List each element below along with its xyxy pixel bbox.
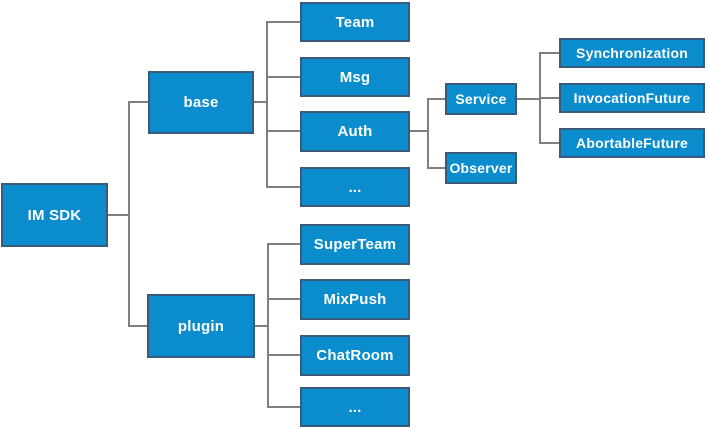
node-msg: Msg bbox=[300, 57, 410, 97]
connector-to-chatroom bbox=[268, 354, 300, 356]
connector-to-auth bbox=[267, 130, 300, 132]
connector-auth-trunk bbox=[427, 98, 429, 169]
connector-to-plugin bbox=[129, 325, 147, 327]
connector-to-base bbox=[129, 101, 148, 103]
node-observer: Observer bbox=[445, 152, 517, 184]
connector-base-out bbox=[254, 101, 267, 103]
connector-plugin-trunk bbox=[267, 243, 269, 408]
connector-to-invocationfuture bbox=[540, 97, 559, 99]
node-base: base bbox=[148, 71, 254, 134]
connector-to-msg bbox=[267, 76, 300, 78]
connector-to-base-ellipsis bbox=[267, 186, 300, 188]
node-service: Service bbox=[445, 83, 517, 115]
node-abortablefuture: AbortableFuture bbox=[559, 128, 705, 158]
node-plugin-ellipsis: ... bbox=[300, 387, 410, 427]
node-mixpush: MixPush bbox=[300, 279, 410, 320]
node-base-ellipsis: ... bbox=[300, 167, 410, 207]
connector-to-team bbox=[267, 21, 300, 23]
connector-to-plugin-ellipsis bbox=[268, 406, 300, 408]
connector-to-mixpush bbox=[268, 298, 300, 300]
node-plugin: plugin bbox=[147, 294, 255, 358]
connector-base-trunk bbox=[266, 21, 268, 188]
node-team: Team bbox=[300, 2, 410, 42]
connector-to-abortablefuture bbox=[540, 142, 559, 144]
node-synchronization: Synchronization bbox=[559, 38, 705, 68]
node-chatroom: ChatRoom bbox=[300, 335, 410, 376]
node-invocationfuture: InvocationFuture bbox=[559, 83, 705, 113]
connector-root-out bbox=[108, 214, 129, 216]
connector-to-superteam bbox=[268, 243, 300, 245]
node-im-sdk: IM SDK bbox=[1, 183, 108, 247]
connector-service-out bbox=[517, 98, 540, 100]
node-superteam: SuperTeam bbox=[300, 224, 410, 265]
connector-to-observer bbox=[428, 167, 445, 169]
connector-root-trunk bbox=[128, 101, 130, 327]
connector-plugin-out bbox=[255, 325, 268, 327]
connector-to-synchronization bbox=[540, 52, 559, 54]
connector-auth-out bbox=[410, 130, 428, 132]
connector-to-service bbox=[428, 98, 445, 100]
node-auth: Auth bbox=[300, 111, 410, 152]
